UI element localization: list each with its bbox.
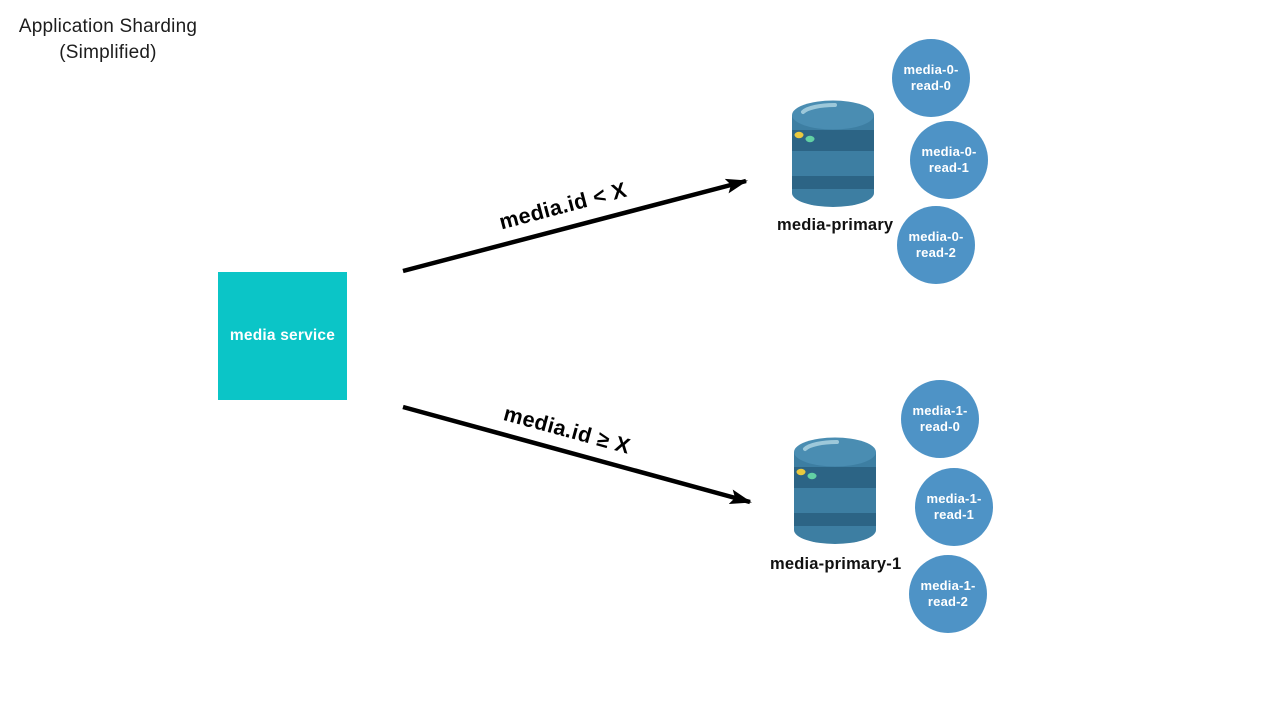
replica-label-line2: read-1 <box>928 160 970 175</box>
cylinder-highlight <box>801 102 837 114</box>
replica-label-line1: media-1- <box>926 490 982 506</box>
arrow-label-shard-0: media.id < X <box>496 177 630 235</box>
replica-node: media-0- read-1 <box>910 121 988 199</box>
replica-label-line2: read-1 <box>933 507 975 522</box>
replica-node: media-0- read-2 <box>897 206 975 284</box>
replica-node: media-0- read-0 <box>892 39 970 117</box>
status-dot-green <box>805 135 815 143</box>
replica-label-line1: media-0- <box>921 143 977 159</box>
replica-label-line1: media-1- <box>920 577 976 593</box>
replica-label-line1: media-0- <box>903 61 959 77</box>
title-line-2: (Simplified) <box>59 42 157 63</box>
status-dot-green <box>807 472 817 480</box>
media-service-label: media service <box>229 327 336 344</box>
replica-label-line2: read-2 <box>915 245 957 260</box>
primary-db-label-1: media-primary-1 <box>770 555 902 573</box>
cylinder-highlight <box>803 439 839 451</box>
diagram-title: Application Sharding (Simplified) <box>10 14 206 66</box>
database-icon <box>792 100 874 207</box>
title-line-1: Application Sharding <box>18 16 198 37</box>
database-icon <box>794 437 876 544</box>
replica-label-line1: media-0- <box>908 228 964 244</box>
status-dot-yellow <box>794 131 804 139</box>
primary-db-label-0: media-primary <box>777 216 894 234</box>
status-dot-yellow <box>796 468 806 476</box>
media-service-node: media service <box>218 272 347 400</box>
replica-label-line2: read-0 <box>919 419 961 434</box>
replica-node: media-1- read-1 <box>915 468 993 546</box>
replica-node: media-1- read-0 <box>901 380 979 458</box>
replica-label-line2: read-0 <box>910 78 952 93</box>
arrow-label-shard-1: media.id ≥ X <box>501 401 633 459</box>
replica-label-line1: media-1- <box>912 402 968 418</box>
replica-node: media-1- read-2 <box>909 555 987 633</box>
replica-label-line2: read-2 <box>927 594 969 609</box>
